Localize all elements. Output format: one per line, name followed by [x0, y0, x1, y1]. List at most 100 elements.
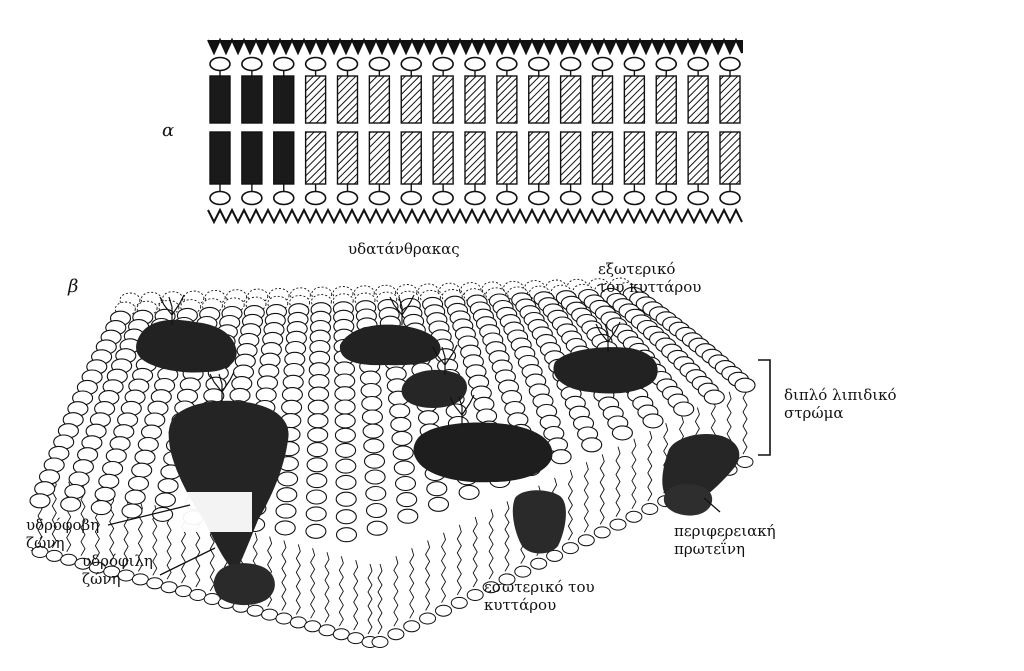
phospholipid-head — [561, 58, 581, 71]
surface-lipid-head — [30, 494, 50, 508]
surface-lipid-head — [336, 443, 356, 457]
bottom-lipid-head — [247, 605, 263, 616]
surface-lipid-head — [391, 417, 411, 431]
lipid-tail-wavy — [426, 541, 430, 611]
lipid-tail — [593, 132, 613, 184]
hydrophilic-zone-label: υδρόφιλη ζώνη — [82, 552, 153, 588]
lipid-tail — [274, 76, 294, 123]
bottom-lipid-head — [190, 590, 206, 601]
surface-lipid-head — [674, 402, 694, 416]
panel-b-letter: β — [68, 278, 78, 296]
bottom-lipid-head — [594, 527, 610, 538]
phospholipid-head — [720, 192, 740, 205]
leader-hydrophobic — [108, 505, 190, 525]
integral-protein-center — [402, 370, 467, 408]
surface-lipid-head — [125, 490, 145, 504]
surface-lipid-head — [398, 509, 418, 523]
lipid-tail — [720, 132, 740, 184]
membrane-proteins — [136, 320, 739, 605]
surface-lipid-head — [335, 374, 355, 388]
surface-lipid-head — [95, 487, 115, 501]
bottom-lipid-head — [451, 597, 467, 608]
lipid-bilayer-line-1: διπλό λιπιδικό — [784, 386, 897, 404]
surface-lipid-head — [551, 450, 571, 464]
surface-lipid-head — [282, 400, 302, 414]
surface-lipid-head — [335, 428, 355, 442]
protein-right-channel — [513, 490, 566, 553]
hydrophobic-zone-line-1: υδρόφοβη — [26, 516, 99, 534]
lipid-bilayer-label: διπλό λιπιδικό στρώμα — [784, 386, 897, 422]
bilayer-bracket — [758, 360, 770, 455]
lipid-tail — [306, 132, 326, 184]
phospholipid-head — [369, 58, 389, 71]
surface-lipid-head — [91, 501, 111, 515]
bottom-lipid-head — [436, 605, 452, 616]
phospholipid-head — [656, 192, 676, 205]
panel-a-letter: α — [162, 122, 174, 140]
surface-lipid-head — [306, 507, 326, 521]
surface-lipid-head — [308, 400, 328, 414]
phospholipid-head — [465, 192, 485, 205]
surface-lipid-head — [135, 450, 155, 464]
lipid-tail-wavy — [743, 384, 747, 454]
bottom-lipid-head — [372, 637, 388, 648]
surface-lipid-head — [335, 400, 355, 414]
hydrophilic-zone-line-2: ζώνη — [82, 570, 153, 588]
lipid-tail-wavy — [648, 431, 652, 501]
surface-lipid-head — [582, 438, 602, 452]
cell-interior-line-1: εσωτερικό του — [484, 578, 595, 596]
lipid-tail — [338, 132, 358, 184]
surface-lipid-head — [364, 439, 384, 453]
bottom-lipid-head — [547, 550, 563, 561]
lipid-tail — [593, 76, 613, 123]
bottom-lipid-head — [319, 625, 335, 636]
lipid-tail — [242, 132, 262, 184]
lipid-tail — [497, 132, 517, 184]
surface-lipid-head — [612, 426, 632, 440]
hydrophobic-band — [180, 492, 252, 532]
surface-lipid-head — [392, 431, 412, 445]
surface-lipid-head — [427, 482, 447, 496]
surface-lipid-head — [335, 387, 355, 401]
surface-lipid-head — [142, 425, 162, 439]
surface-lipid-head — [307, 443, 327, 457]
surface-lipid-head — [110, 437, 130, 451]
surface-lipid-head — [390, 404, 410, 418]
phospholipid-head — [401, 58, 421, 71]
lipid-tail — [210, 132, 230, 184]
cell-interior-label: εσωτερικό του κυττάρου — [484, 578, 595, 614]
bottom-lipid-head — [388, 629, 404, 640]
phospholipid-head — [624, 192, 644, 205]
lipid-tail — [274, 132, 294, 184]
phospholipid-head — [306, 58, 326, 71]
surface-lipid-head — [61, 497, 81, 511]
surface-lipid-head — [643, 414, 663, 428]
surface-lipid-head — [73, 460, 93, 474]
phospholipid-head — [529, 192, 549, 205]
surface-lipid-head — [363, 424, 383, 438]
surface-lipid-head — [275, 521, 295, 535]
surface-lipid-head — [308, 414, 328, 428]
phospholipid-head — [497, 58, 517, 71]
lipid-tail-wavy — [325, 552, 329, 622]
surface-lipid-head — [337, 528, 357, 542]
phospholipid-head — [561, 192, 581, 205]
bottom-lipid-head — [515, 566, 531, 577]
bottom-lipid-head — [161, 582, 177, 593]
bottom-lipid-head — [626, 511, 642, 522]
lipid-tail — [401, 132, 421, 184]
phospholipid-head — [465, 58, 485, 71]
surface-lipid-head — [393, 446, 413, 460]
surface-lipid-head — [365, 470, 385, 484]
cell-exterior-label: εξωτερικό του κυττάρου — [598, 260, 701, 296]
surface-lipid-head — [365, 454, 385, 468]
peripheral-protein-line-2: πρωτεΐνη — [674, 540, 776, 558]
lipid-tail — [242, 76, 262, 123]
surface-lipid-head — [155, 493, 175, 507]
surface-lipid-head — [65, 485, 85, 499]
bottom-lipid-head — [176, 586, 192, 597]
lipid-tail — [465, 132, 485, 184]
lipid-tail-wavy — [616, 447, 620, 517]
lipid-tail — [561, 132, 581, 184]
lipid-tail-wavy — [368, 564, 372, 634]
